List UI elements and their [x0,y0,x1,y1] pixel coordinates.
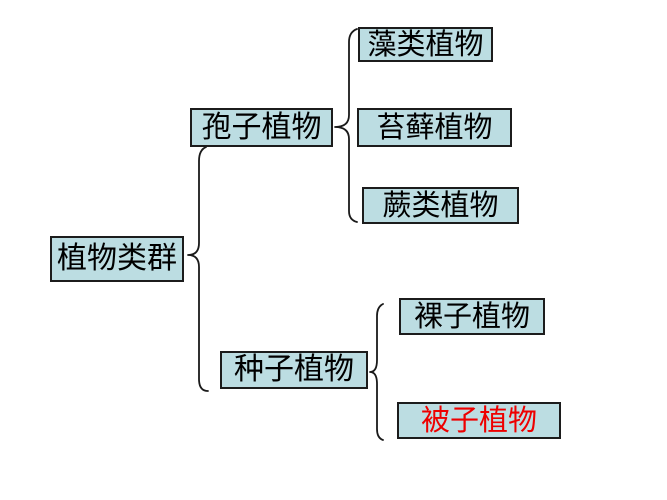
node-spore-plants: 孢子植物 [190,108,333,147]
node-seed-plants: 种子植物 [220,351,368,389]
brace-root-children [187,146,209,392]
node-gymnosperm-plants-label: 裸子植物 [413,299,530,333]
node-moss-plants: 苔藓植物 [357,108,512,147]
brace-spore-children [334,28,358,223]
node-angiosperm-plants: 被子植物 [397,402,561,439]
node-algae-plants: 藻类植物 [358,27,493,62]
node-spore-plants-label: 孢子植物 [201,109,322,145]
node-seed-plants-label: 种子植物 [234,352,354,387]
node-angiosperm-plants-label: 被子植物 [420,403,537,437]
brace-seed-children [369,303,384,441]
node-plant-groups: 植物类群 [50,236,184,282]
node-gymnosperm-plants: 裸子植物 [399,298,545,335]
node-plant-groups-label: 植物类群 [57,241,177,276]
node-fern-plants-label: 蕨类植物 [382,188,499,222]
node-algae-plants-label: 藻类植物 [367,27,484,61]
node-fern-plants: 蕨类植物 [362,187,519,224]
node-moss-plants-label: 苔藓植物 [376,110,493,144]
